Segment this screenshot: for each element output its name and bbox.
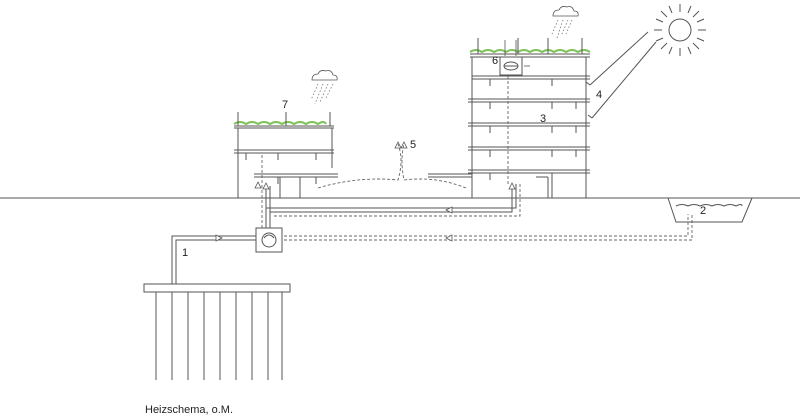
rain-drops xyxy=(551,19,573,39)
air-flow-arrows xyxy=(317,143,467,189)
label-1: 1 xyxy=(182,247,188,259)
label-6: 6 xyxy=(492,55,498,67)
rain-cloud-icon xyxy=(552,6,579,17)
arrow-up xyxy=(400,141,408,149)
green-roof xyxy=(469,49,591,54)
flow-arrows xyxy=(215,181,516,242)
pipes xyxy=(171,184,517,284)
rain-drops xyxy=(310,83,334,105)
heat-pump-icon xyxy=(255,227,283,253)
sun-icon xyxy=(654,4,706,56)
vent-arrows xyxy=(504,40,530,67)
ground-probe-field xyxy=(143,283,291,380)
label-3: 3 xyxy=(540,113,546,125)
label-4: 4 xyxy=(596,89,602,101)
arrow-up xyxy=(394,141,402,149)
pond xyxy=(667,197,753,223)
diagram-caption: Heizschema, o.M. xyxy=(145,404,234,416)
sun-rays xyxy=(585,31,657,119)
right-building xyxy=(428,38,591,198)
label-2: 2 xyxy=(700,205,706,217)
label-7: 7 xyxy=(282,99,288,111)
left-building xyxy=(233,112,338,198)
rain-cloud-icon xyxy=(311,70,338,81)
return-pipes xyxy=(261,76,693,241)
ventilation-unit xyxy=(499,56,523,76)
label-5: 5 xyxy=(410,139,416,151)
green-roof xyxy=(233,121,327,126)
